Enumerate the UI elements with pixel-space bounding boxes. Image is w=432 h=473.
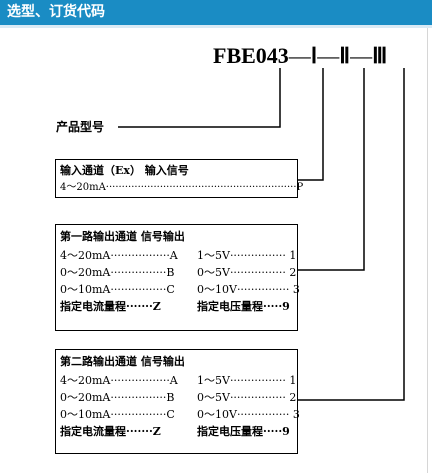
- output-2-row-2-left: 0～20mA················B: [60, 391, 175, 404]
- output-channel-1-heading: 第一路输出通道 信号输出: [60, 230, 185, 243]
- model-separator-2: —: [317, 43, 340, 68]
- connector-part-2: [297, 68, 365, 271]
- output-1-row-1-left: 4～20mA·················A: [60, 249, 178, 262]
- output-2-row-1-left: 4～20mA·················A: [60, 374, 178, 387]
- output-2-row-3-right: 0～10V··············· 3: [197, 408, 300, 421]
- output-2-row-1-right: 1～5V················ 1: [197, 374, 297, 387]
- output-1-row-2-left: 0～20mA················B: [60, 266, 175, 279]
- model-base: FBE043: [213, 43, 289, 68]
- output-1-row-1-right: 1～5V················ 1: [197, 249, 297, 262]
- section-title: 选型、订货代码: [7, 4, 105, 20]
- model-separator-3: —: [350, 43, 373, 68]
- model-part-1: Ⅰ: [310, 43, 318, 68]
- output-2-row-4-left: 指定电流量程·······Z: [60, 425, 161, 438]
- output-channel-2-box: 第二路输出通道 信号输出 4～20mA·················A 1～…: [55, 349, 300, 454]
- model-part-2: Ⅱ: [339, 43, 351, 68]
- connector-part-1: [297, 68, 324, 181]
- product-model-label: 产品型号: [56, 120, 105, 134]
- section-header: 选型、订货代码: [0, 0, 432, 25]
- input-channel-row: 4～20mA··································…: [60, 182, 304, 193]
- output-1-row-2-right: 0～5V················ 2: [197, 266, 297, 279]
- model-separator-1: —: [288, 43, 311, 68]
- input-channel-heading: 输入通道（Ex） 输入信号: [60, 164, 189, 177]
- output-1-row-3-left: 0～10mA················C: [60, 283, 175, 296]
- connector-part-3: [297, 68, 405, 401]
- right-border-line: [427, 28, 428, 473]
- output-2-row-2-right: 0～5V················ 2: [197, 391, 297, 404]
- output-channel-2-heading: 第二路输出通道 信号输出: [60, 355, 185, 368]
- model-code: FBE043—Ⅰ—Ⅱ—Ⅲ: [213, 43, 387, 69]
- output-2-row-4-right: 指定电压量程·····9: [197, 425, 290, 438]
- header-underline: [0, 25, 432, 28]
- connector-model: [118, 68, 281, 128]
- output-2-row-3-left: 0～10mA················C: [60, 408, 175, 421]
- output-channel-1-box: 第一路输出通道 信号输出 4～20mA·················A 1～…: [55, 224, 300, 331]
- input-channel-box: 输入通道（Ex） 输入信号 4～20mA····················…: [55, 159, 303, 198]
- model-part-3: Ⅲ: [372, 43, 388, 68]
- output-1-row-4-left: 指定电流量程·······Z: [60, 300, 161, 313]
- output-1-row-3-right: 0～10V··············· 3: [197, 283, 300, 296]
- output-1-row-4-right: 指定电压量程·····9: [197, 300, 290, 313]
